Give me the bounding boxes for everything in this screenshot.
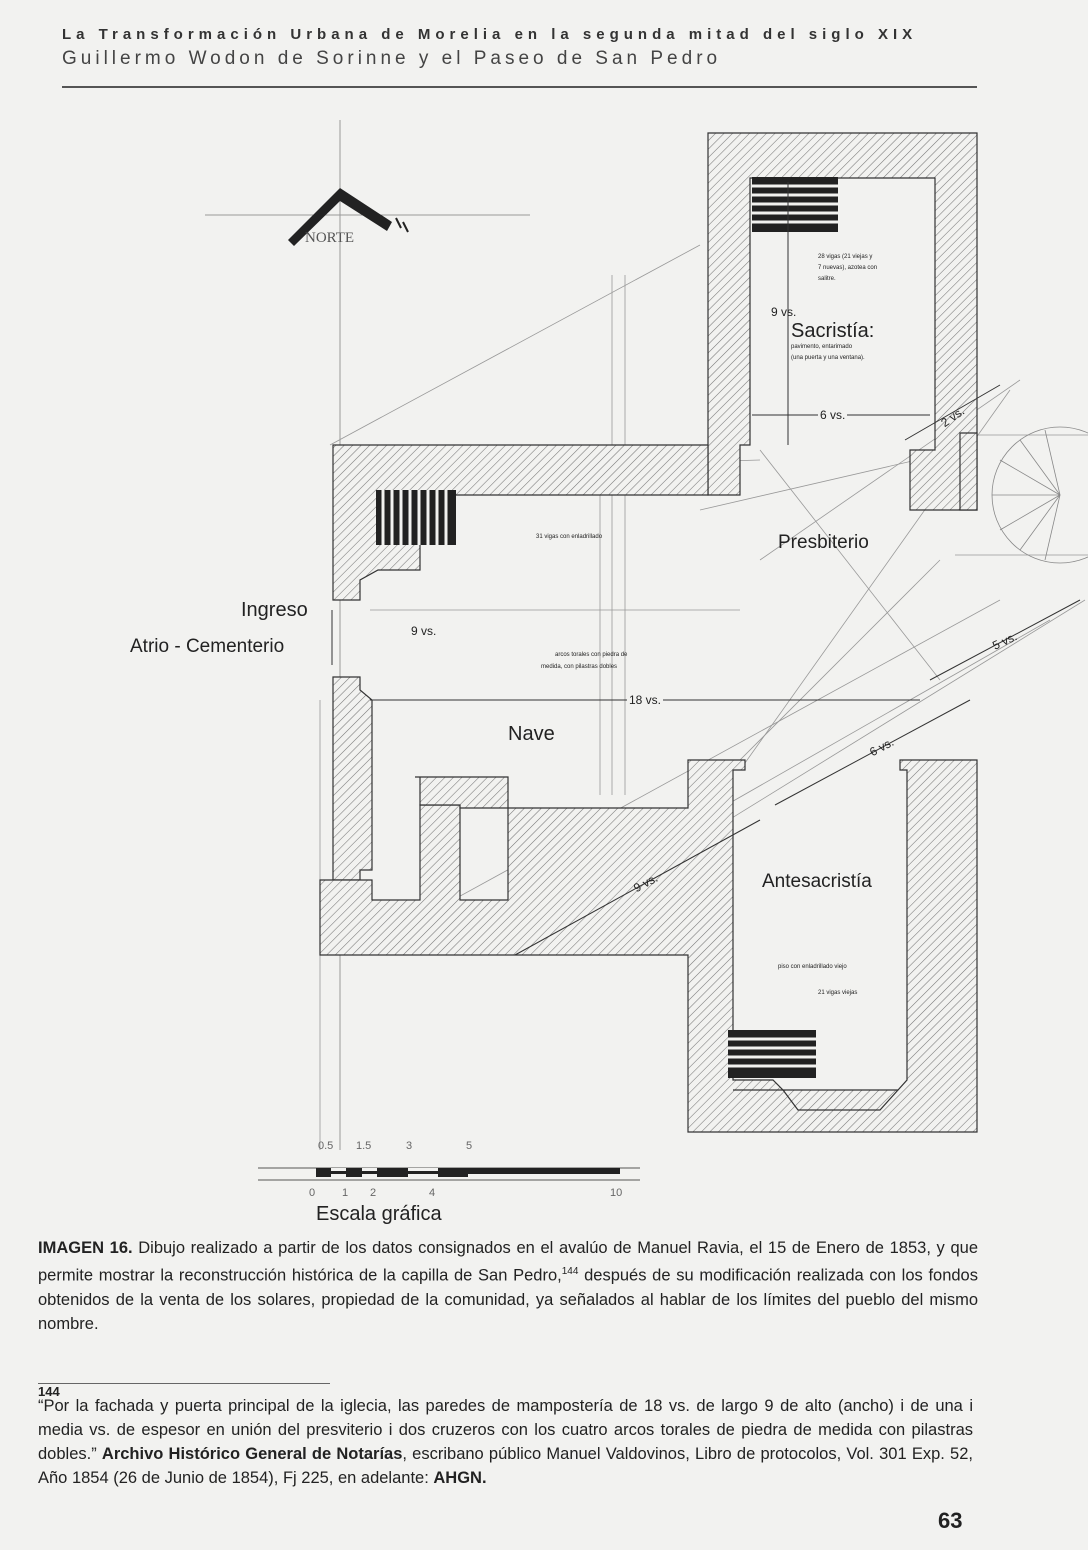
caption-footnote-ref: 144: [561, 1266, 579, 1277]
running-header-subtitle: Guillermo Wodon de Sorinne y el Paseo de…: [62, 48, 722, 69]
scale-bottom-1: 1: [342, 1187, 349, 1199]
arches-note-2: medida, con pilastras dobles: [541, 664, 618, 670]
scale-bottom-3: 4: [429, 1187, 436, 1199]
beam-marks: [376, 177, 838, 1078]
room-label-antesacristia: Antesacristía: [762, 871, 872, 892]
sacristy-beams-note-1: 28 vigas (21 viejas y: [818, 254, 873, 260]
scale-top-0: 0.5: [318, 1140, 334, 1152]
dome-outline: [991, 426, 1088, 564]
label-ingreso: Ingreso: [241, 599, 308, 621]
footnote-number: 144: [38, 1384, 60, 1399]
caption-label: IMAGEN 16.: [38, 1239, 133, 1257]
caption-text-1: Dibujo realizado a partir de los datos c…: [38, 1239, 978, 1285]
dim-6vs: 6 vs.: [818, 408, 848, 422]
label-atrio-cementerio: Atrio - Cementerio: [130, 636, 285, 657]
footnote-archive: Archivo Histórico General de Notarías: [101, 1445, 403, 1463]
scale-title: Escala gráfica: [316, 1203, 442, 1225]
antesacristy-beams-note: 21 vigas viejas: [818, 990, 858, 996]
floor-plan-drawing: [205, 120, 1088, 1181]
figure-caption: IMAGEN 16. Dibujo realizado a partir de …: [38, 1236, 978, 1336]
north-label: NORTE: [305, 230, 355, 246]
room-label-presbiterio: Presbiterio: [778, 532, 869, 553]
room-label-nave: Nave: [508, 723, 555, 745]
footnote-abbr: AHGN.: [433, 1469, 487, 1487]
scale-top-1: 1.5: [356, 1140, 372, 1152]
graphic-scale: [258, 1167, 640, 1181]
sacristy-note-2: (una puerta y una ventana).: [791, 355, 865, 361]
scale-top-2: 3: [406, 1140, 413, 1152]
sacristy-note-1: pavimento, entarimado: [791, 344, 853, 350]
footnote-detail: , escribano público Manuel Valdovinos, L…: [38, 1445, 973, 1487]
scale-top-3: 5: [466, 1140, 473, 1152]
sacristy-beams-note-3: salitre.: [818, 276, 836, 282]
scale-bottom-4: 10: [610, 1187, 623, 1199]
footnote-rule: [38, 1383, 330, 1384]
dim-9vs-sacristy: 9 vs.: [771, 305, 797, 319]
arches-note-1: arcos torales con piedra de: [555, 652, 628, 658]
footnote-quote: “Por la fachada y puerta principal de la…: [38, 1397, 973, 1463]
floor-note: piso con enladrillado viejo: [778, 964, 847, 970]
footnote-text: “Por la fachada y puerta principal de la…: [38, 1394, 973, 1490]
scale-bottom-0: 0: [309, 1187, 316, 1199]
room-label-sacristia: Sacristía:: [791, 320, 875, 342]
walls: [319, 132, 978, 1133]
running-header-title: La Transformación Urbana de Morelia en l…: [62, 26, 918, 43]
page-number: 63: [938, 1508, 963, 1533]
dim-9vs-nave: 9 vs.: [411, 624, 437, 638]
nave-beams-note: 31 vigas con enladrillado: [536, 534, 603, 540]
header-rule: [62, 86, 977, 88]
caption-text-2: después de su modificación realizada con…: [38, 1266, 978, 1333]
north-arrow-icon: [205, 120, 530, 1150]
scale-bottom-2: 2: [370, 1187, 377, 1199]
sacristy-beams-note-2: 7 nuevas), azotea con: [818, 265, 878, 271]
dim-18vs: 18 vs.: [627, 693, 664, 707]
